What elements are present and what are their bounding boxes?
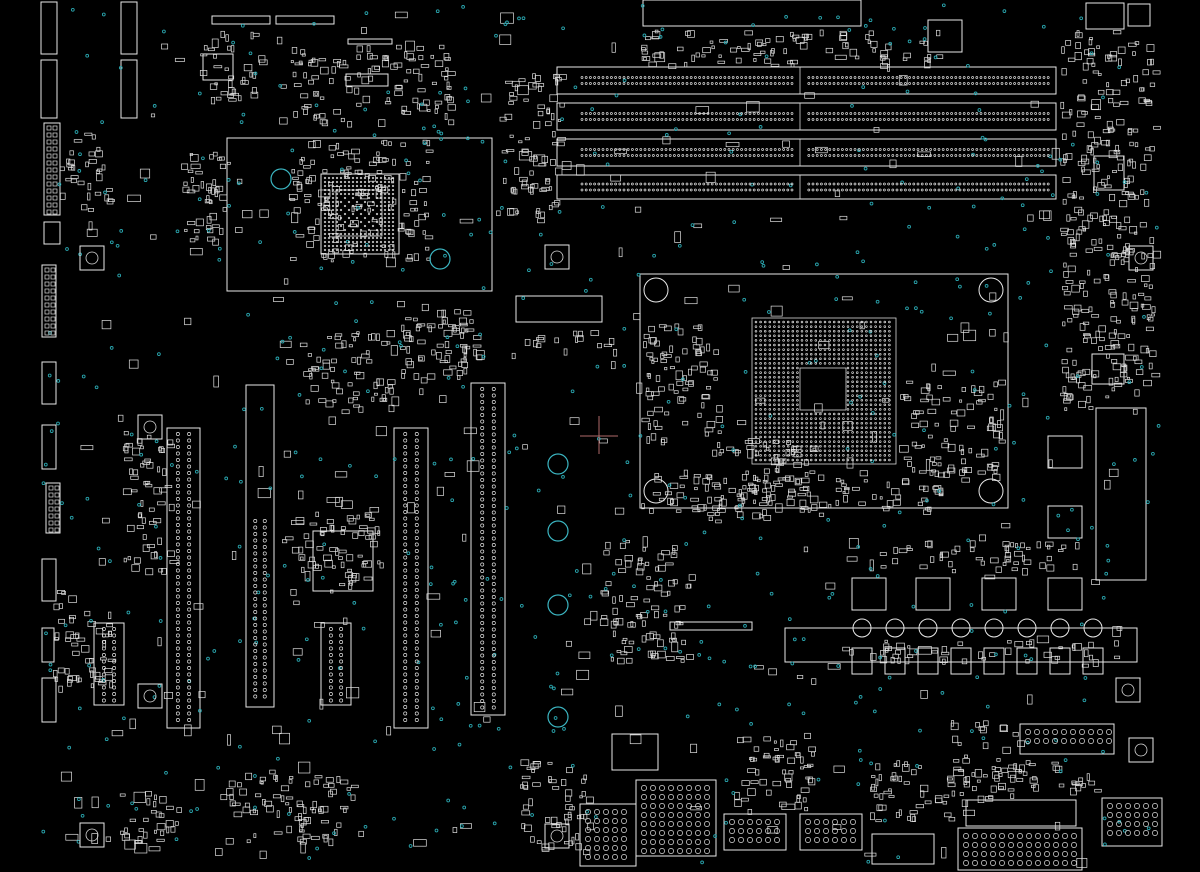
chipset-block bbox=[202, 53, 493, 292]
top-headers bbox=[211, 0, 1151, 87]
left-edge-connectors bbox=[40, 1, 138, 723]
pcie-slots bbox=[93, 382, 506, 729]
smd-pads bbox=[53, 11, 1162, 868]
rear-io bbox=[515, 295, 1163, 871]
vrm-components bbox=[851, 155, 1147, 611]
connector-pins bbox=[44, 76, 1158, 866]
vias bbox=[41, 3, 1161, 865]
dimm-slots bbox=[556, 66, 1057, 200]
cpu-socket bbox=[639, 273, 1009, 509]
crosshair-marker bbox=[580, 416, 618, 454]
